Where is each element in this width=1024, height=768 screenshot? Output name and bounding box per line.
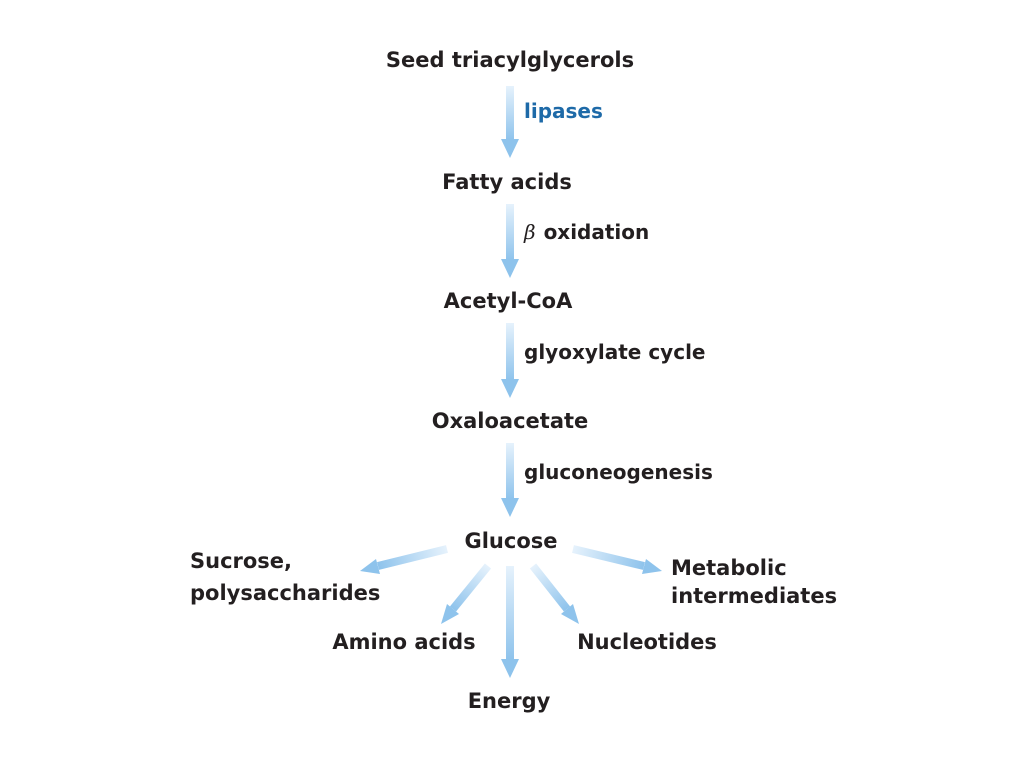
arrow-to-nucleotides (529, 563, 579, 624)
node-metabolic-line1: Metabolic (671, 556, 787, 580)
beta-symbol: β (523, 220, 536, 244)
arrow-to-energy (501, 566, 519, 678)
node-metabolic-line2: intermediates (671, 584, 837, 608)
arrow-lipases (501, 86, 519, 158)
step-label-lipases: lipases (524, 99, 603, 123)
node-nucleotides: Nucleotides (577, 630, 717, 654)
step-label-beta-oxidation: β oxidation (523, 220, 649, 244)
node-acetyl-coa: Acetyl-CoA (444, 289, 573, 313)
node-fatty-acids: Fatty acids (442, 170, 572, 194)
arrow-to-sucrose (360, 545, 448, 574)
node-seed-triacylglycerols: Seed triacylglycerols (386, 48, 634, 72)
node-sucrose-line2: polysaccharides (190, 581, 380, 605)
arrow-to-amino-acids (441, 563, 492, 624)
node-energy: Energy (468, 689, 551, 713)
step-label-gluconeogenesis: gluconeogenesis (524, 460, 713, 484)
node-amino-acids: Amino acids (332, 630, 475, 654)
arrow-glyoxylate-cycle (501, 323, 519, 398)
beta-oxidation-text: oxidation (544, 220, 650, 244)
node-sucrose-line1: Sucrose, (190, 549, 292, 573)
arrow-to-metabolic-intermediates (572, 545, 662, 574)
arrow-gluconeogenesis (501, 443, 519, 517)
step-label-glyoxylate-cycle: glyoxylate cycle (524, 340, 706, 364)
arrow-beta-oxidation (501, 204, 519, 278)
node-oxaloacetate: Oxaloacetate (432, 409, 589, 433)
node-glucose: Glucose (464, 529, 557, 553)
